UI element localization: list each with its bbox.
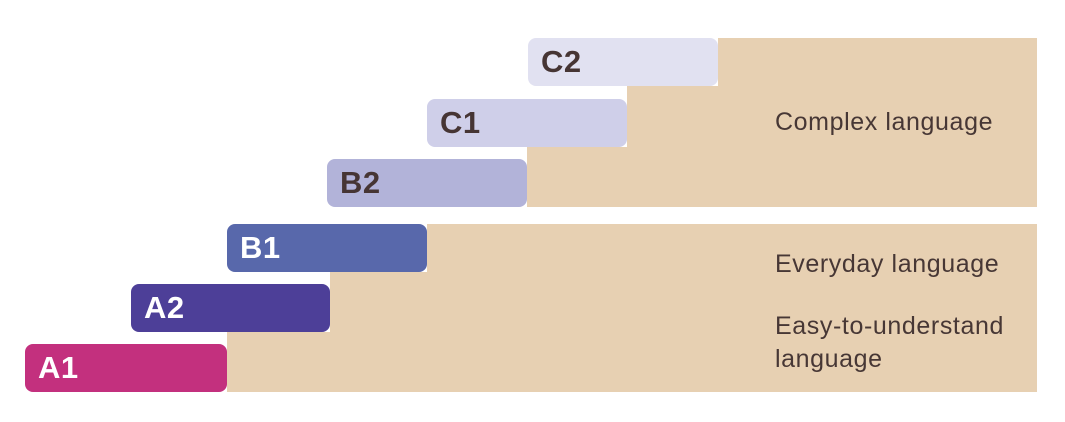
level-bar-c2: C2 [528,38,718,86]
backdrop-step-a1 [227,332,1037,392]
backdrop-step-c1 [627,86,1037,147]
level-label-c2: C2 [541,44,582,79]
level-label-b2: B2 [340,165,381,200]
level-bar-a1: A1 [25,344,227,392]
level-label-c1: C1 [440,105,481,140]
level-label-a1: A1 [38,350,79,385]
level-bar-a2: A2 [131,284,330,332]
backdrop-step-c2 [718,38,1037,87]
backdrop-step-a2 [330,272,1037,332]
level-bar-b2: B2 [327,159,527,207]
backdrop-step-b1 [427,224,1037,273]
level-label-b1: B1 [240,230,281,265]
complex-language-label: Complex language [775,108,994,136]
level-bar-b1: B1 [227,224,427,272]
level-bar-c1: C1 [427,99,627,147]
level-label-a2: A2 [144,290,185,325]
easy-to-understand-language-label: Easy-to-understand language [775,312,1004,373]
backdrop-step-b2 [527,147,1037,207]
everyday-language-label: Everyday language [775,250,1000,278]
